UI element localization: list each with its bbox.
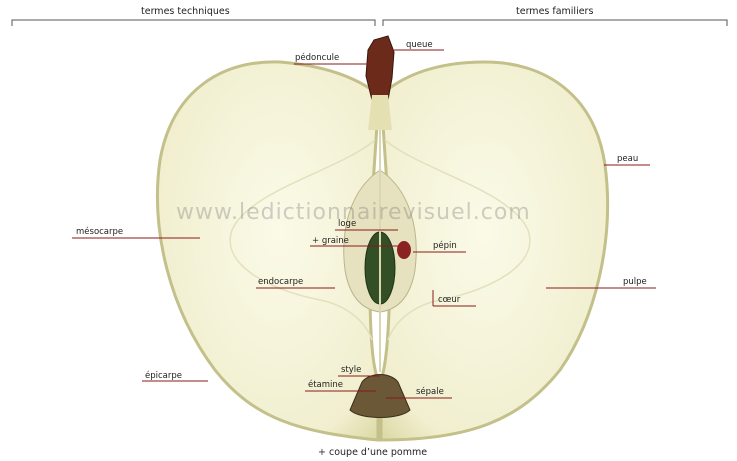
plus-marker-caption: +: [318, 447, 329, 458]
right-bracket: [383, 20, 727, 26]
label-pepin: pépin: [433, 241, 457, 251]
label-sepale: sépale: [416, 387, 444, 397]
stalk-base: [368, 95, 392, 130]
label-mesocarpe: mésocarpe: [76, 227, 123, 237]
label-queue: queue: [406, 40, 433, 50]
caption: + coupe d’une pomme: [318, 448, 427, 458]
label-endocarpe: endocarpe: [258, 277, 303, 287]
label-peau: peau: [617, 154, 638, 164]
label-coeur: cœur: [438, 295, 460, 305]
header-technical-terms: termes techniques: [141, 6, 230, 17]
label-epicarpe: épicarpe: [145, 371, 182, 381]
header-familiar-terms: termes familiers: [516, 6, 593, 17]
header-brackets: [12, 20, 727, 26]
caption-text: coupe d’une pomme: [329, 447, 427, 458]
label-etamine: étamine: [308, 380, 343, 390]
label-graine-text: graine: [322, 236, 349, 246]
label-loge: loge: [338, 219, 356, 229]
left-bracket: [12, 20, 375, 26]
label-graine: + graine: [312, 236, 349, 246]
label-pulpe: pulpe: [623, 277, 647, 287]
label-style: style: [341, 365, 361, 375]
seed-small-red: [397, 241, 411, 259]
label-pedoncule: pédoncule: [295, 53, 339, 63]
stalk: [366, 36, 394, 100]
plus-marker-graine: +: [312, 236, 322, 246]
